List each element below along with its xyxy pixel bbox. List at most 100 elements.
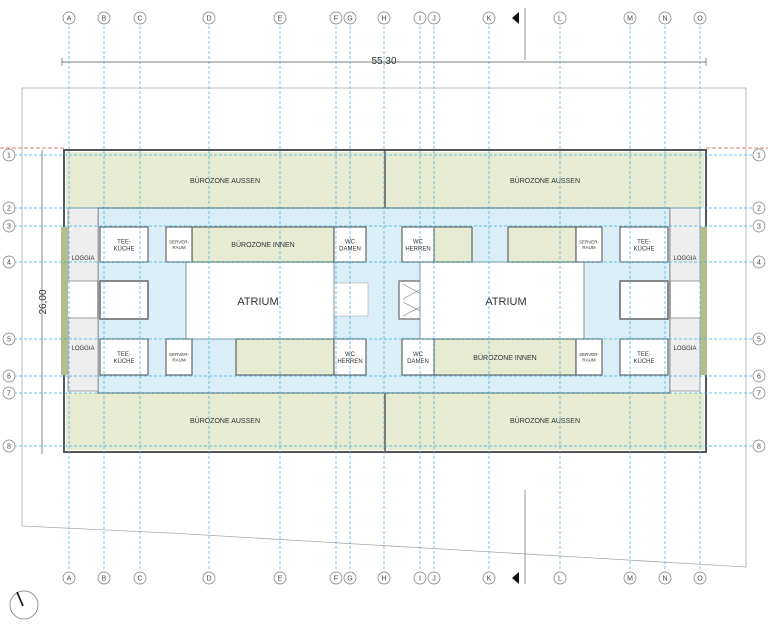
site-boundary xyxy=(21,88,747,568)
grid-bubble-L xyxy=(553,571,567,585)
grid-bubble-I xyxy=(413,11,427,25)
loggia-label: LOGGIA xyxy=(673,346,696,352)
tea-kitchen xyxy=(619,226,669,263)
grid-label-N: N xyxy=(662,576,667,583)
grid-label-E: E xyxy=(278,16,283,23)
grid-bubble-A xyxy=(62,571,76,585)
server-room xyxy=(575,338,603,376)
grid-label-G: G xyxy=(347,576,352,583)
grid-label-D: D xyxy=(206,16,211,23)
grid-bubble-6 xyxy=(752,369,766,383)
grid-bubble-2 xyxy=(2,201,16,215)
server-room xyxy=(165,338,193,376)
server-room-label: RAUM xyxy=(582,358,596,363)
wc-gents xyxy=(401,226,435,263)
grid-bubble-H xyxy=(377,11,391,25)
grid-label-F: F xyxy=(334,576,338,583)
grid-label-H: H xyxy=(381,576,386,583)
server-room-label: RAUM xyxy=(172,245,186,250)
office-outer-label: BÜROZONE AUSSEN xyxy=(510,417,580,425)
loggia-nw xyxy=(67,207,99,282)
grid-bubble-D xyxy=(202,571,216,585)
grid-label-G: G xyxy=(347,16,352,23)
wc-gents-label: WC xyxy=(345,352,356,358)
grid-label-2: 2 xyxy=(757,206,761,213)
grid-bubble-I xyxy=(413,571,427,585)
grid-bubble-B xyxy=(97,11,111,25)
grid-label-5: 5 xyxy=(757,337,761,344)
grid-bubble-7 xyxy=(2,386,16,400)
wc-ladies xyxy=(401,338,435,376)
grid-bubble-G xyxy=(343,11,357,25)
grid-bubble-4 xyxy=(2,255,16,269)
grid-bubble-8 xyxy=(2,439,16,453)
office-zone-inner-ne-b xyxy=(507,226,577,263)
office-zone-outer-sw xyxy=(66,393,384,450)
server-room-label: SERVER- xyxy=(579,352,599,357)
grid-label-M: M xyxy=(627,16,633,23)
grid-label-A: A xyxy=(67,16,72,23)
tea-kitchen-label: TEE- xyxy=(637,240,651,246)
grid-bubble-E xyxy=(273,11,287,25)
wc-ladies-label: DAMEN xyxy=(339,247,361,253)
server-room-label: RAUM xyxy=(172,358,186,363)
atrium-label: ATRIUM xyxy=(237,296,278,308)
grid-label-M: M xyxy=(627,576,633,583)
tea-kitchen-label: KÜCHE xyxy=(113,246,134,253)
grid-bubble-5 xyxy=(2,332,16,346)
grid-bubble-4 xyxy=(752,255,766,269)
grid-bubble-F xyxy=(329,11,343,25)
grid-bubble-C xyxy=(133,11,147,25)
grid-bubble-O xyxy=(693,11,707,25)
grid-label-6: 6 xyxy=(7,374,11,381)
grid-bubble-N xyxy=(658,11,672,25)
loggia-label: LOGGIA xyxy=(71,346,94,352)
grid-label-B: B xyxy=(102,576,107,583)
tea-kitchen-label: KÜCHE xyxy=(633,358,654,365)
server-room-label: SERVER- xyxy=(579,240,599,245)
loggia-label: LOGGIA xyxy=(673,256,696,262)
grid-bubble-D xyxy=(202,11,216,25)
grid-label-1: 1 xyxy=(757,153,761,160)
north-arrow-icon xyxy=(9,590,39,620)
north-arrow-needle xyxy=(16,591,24,607)
atrium-west xyxy=(185,261,335,340)
grid-label-N: N xyxy=(662,16,667,23)
tea-kitchen-label: TEE- xyxy=(637,352,651,358)
grid-bubble-5 xyxy=(752,332,766,346)
grid-bubble-L xyxy=(553,11,567,25)
office-zone-outer-nw xyxy=(66,152,384,208)
green-wall-east xyxy=(700,227,707,375)
grid-bubble-N xyxy=(658,571,672,585)
loggia-label: LOGGIA xyxy=(71,256,94,262)
grid-bubble-J xyxy=(427,11,441,25)
tea-kitchen xyxy=(619,338,669,376)
office-outer-label: BÜROZONE AUSSEN xyxy=(510,177,580,185)
loggia-sw xyxy=(67,317,99,392)
office-zone-inner-ne-a xyxy=(433,226,473,263)
server-room-label: SERVER- xyxy=(169,240,189,245)
grid-bubble-K xyxy=(482,11,496,25)
grid-label-L: L xyxy=(558,16,562,23)
grid-bubble-A xyxy=(62,11,76,25)
grid-bubble-C xyxy=(133,571,147,585)
grid-bubble-M xyxy=(623,571,637,585)
grid-bubble-M xyxy=(623,11,637,25)
grid-label-A: A xyxy=(67,576,72,583)
section-marker-top xyxy=(512,12,519,24)
grid-label-E: E xyxy=(278,576,283,583)
grid-bubble-8 xyxy=(752,439,766,453)
office-outer-label: BÜROZONE AUSSEN xyxy=(190,177,260,185)
grid-bubble-2 xyxy=(752,201,766,215)
grid-bubble-O xyxy=(693,571,707,585)
green-wall-west xyxy=(61,227,68,375)
grid-label-I: I xyxy=(419,16,421,23)
grid-label-3: 3 xyxy=(7,224,11,231)
loggia-se xyxy=(669,317,701,392)
section-marker-bottom xyxy=(512,572,519,584)
grid-label-J: J xyxy=(432,16,436,23)
wc-ladies-label: WC xyxy=(413,352,424,358)
grid-bubble-E xyxy=(273,571,287,585)
